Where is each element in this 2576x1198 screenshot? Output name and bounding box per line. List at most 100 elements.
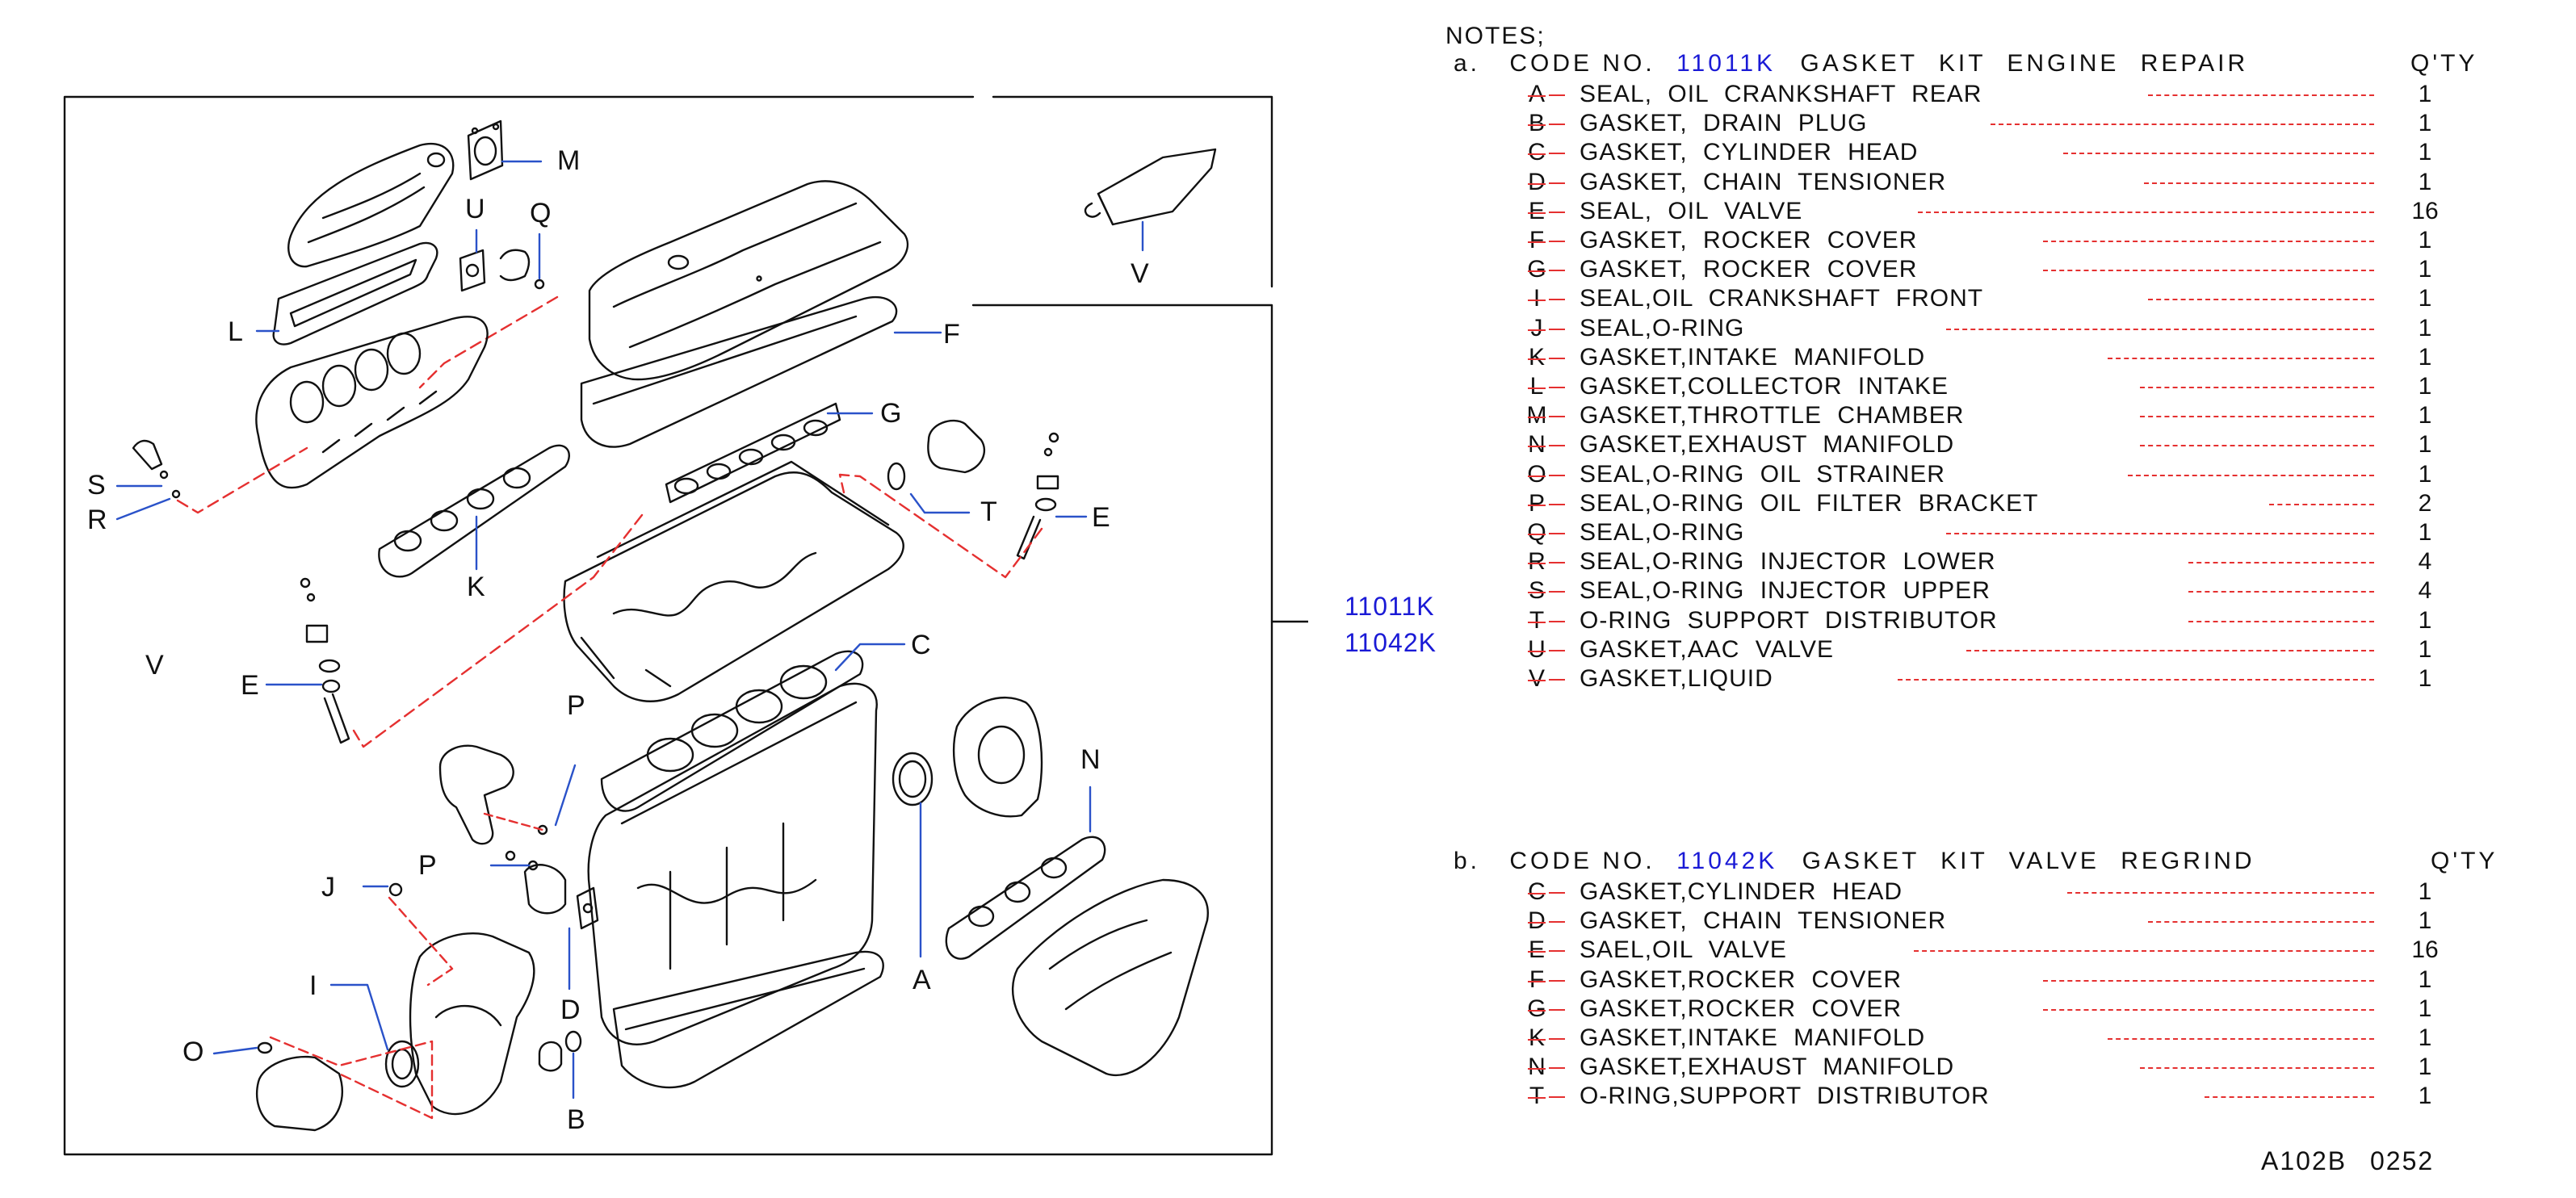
part-quantity: 1 [2418, 373, 2432, 400]
kit-b-name: GASKET KIT VALVE REGRIND [1802, 848, 2255, 874]
part-letter: L [1529, 373, 1544, 400]
letter-strike-mark [1528, 563, 1546, 565]
part-description: GASKET,INTAKE MANIFOLD [1580, 343, 1926, 371]
part-description: GASKET, CHAIN TENSIONER [1580, 907, 1947, 935]
letter-strike-mark [1528, 621, 1546, 623]
oil-filter-bracket [438, 744, 577, 871]
kit-a-prefix: a. [1454, 50, 1481, 77]
rocker-cover-gasket [580, 295, 942, 448]
letter-leader [1549, 503, 1565, 505]
part-quantity: 1 [2418, 665, 2432, 692]
letter-leader [1549, 445, 1565, 447]
letter-strike-mark [1528, 534, 1546, 535]
qty-leader [1946, 533, 2374, 534]
part-letter: R [1528, 548, 1546, 576]
letter-strike-mark [1528, 446, 1546, 448]
part-letter: Q [1527, 519, 1546, 546]
part-description: SEAL, OIL VALVE [1580, 197, 1803, 224]
letter-leader [1549, 1096, 1565, 1099]
letter-leader [1549, 979, 1565, 982]
part-quantity: 1 [2418, 314, 2432, 341]
part-description: GASKET,ROCKER COVER [1580, 966, 1903, 993]
callout-b: B [567, 1104, 585, 1135]
oil-strainer-o [212, 1036, 434, 1132]
letter-leader [1549, 416, 1565, 418]
callout-p-low: P [418, 850, 437, 881]
part-quantity: 1 [2418, 402, 2432, 429]
part-quantity: 4 [2418, 577, 2432, 605]
cylinder-head-gasket-c [600, 643, 906, 812]
letter-leader [1549, 679, 1565, 681]
letter-leader [1549, 182, 1565, 184]
part-quantity: 16 [2411, 936, 2439, 964]
letter-strike-mark [1528, 650, 1546, 652]
part-description: SEAL, OIL CRANKSHAFT REAR [1580, 81, 1982, 107]
letter-strike-mark [1528, 358, 1546, 360]
part-description: SEAL,O-RING [1580, 314, 1745, 341]
kit-a-label: CODE NO. [1509, 50, 1655, 77]
letter-strike-mark [1528, 922, 1546, 924]
part-quantity: 1 [2418, 606, 2432, 634]
part-letter: K [1528, 1024, 1545, 1051]
chain-tensioner-gasket-d [523, 864, 599, 991]
qty-leader [2108, 357, 2374, 359]
letter-leader [1549, 211, 1565, 213]
distributor-o-ring-t [887, 419, 986, 514]
letter-leader [1549, 328, 1565, 330]
letter-leader [1549, 892, 1565, 894]
exhaust-manifold-gasket-n [945, 785, 1106, 960]
letter-leader [1549, 921, 1565, 924]
exploded-engine-diagram [63, 95, 1308, 1156]
letter-strike-mark [1528, 504, 1546, 506]
letter-leader [1549, 649, 1565, 651]
qty-leader [1966, 649, 2374, 651]
o-ring-j [362, 882, 454, 986]
letter-leader [1549, 474, 1565, 476]
kit-a-code[interactable]: 11011K [1676, 50, 1777, 77]
callout-t: T [980, 496, 997, 527]
part-description: GASKET,CYLINDER HEAD [1580, 878, 1903, 905]
kit-b-code[interactable]: 11042K [1676, 848, 1778, 874]
cylinder-block [587, 682, 878, 1045]
callout-e-left: E [241, 670, 259, 701]
part-description: O-RING SUPPORT DISTRIBUTOR [1580, 606, 1998, 634]
part-description: SEAL,OIL CRANKSHAFT FRONT [1580, 285, 1984, 312]
kit-code-link-11011k[interactable]: 11011K [1345, 592, 1435, 621]
part-quantity: 2 [2418, 489, 2432, 517]
part-description: GASKET, CHAIN TENSIONER [1580, 168, 1947, 195]
letter-strike-mark [1528, 329, 1546, 331]
letter-strike-mark [1528, 387, 1546, 389]
part-description: GASKET, CYLINDER HEAD [1580, 139, 1919, 166]
letter-leader [1549, 299, 1565, 301]
part-quantity: 4 [2418, 548, 2432, 576]
part-letter: T [1529, 606, 1545, 634]
drain-plug-gasket-b [538, 1030, 582, 1100]
callout-m: M [557, 145, 581, 176]
part-letter: G [1527, 256, 1546, 283]
letter-strike-mark [1528, 475, 1546, 477]
callout-k: K [467, 572, 485, 602]
oil-pan [612, 950, 884, 1089]
callout-i: I [309, 970, 317, 1001]
part-quantity: 1 [2418, 519, 2432, 546]
qty-leader [2128, 474, 2374, 476]
part-letter: M [1526, 402, 1547, 429]
part-description: SEAL,O-RING OIL FILTER BRACKET [1580, 489, 2039, 517]
collector-gasket-l [255, 241, 438, 346]
callout-e-right: E [1092, 502, 1110, 533]
part-letter: U [1528, 635, 1546, 663]
part-description: GASKET, ROCKER COVER [1580, 256, 1918, 283]
part-description: SEAL,O-RING OIL STRAINER [1580, 460, 1945, 488]
kit-code-link-11042k[interactable]: 11042K [1345, 628, 1437, 657]
rocker-cover-gasket-g [665, 402, 874, 504]
